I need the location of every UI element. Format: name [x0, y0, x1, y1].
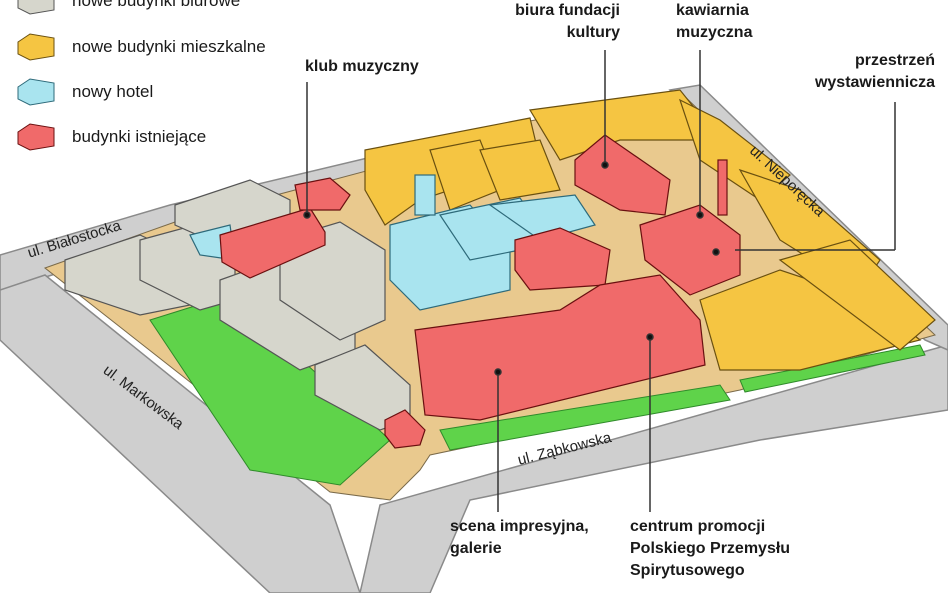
- leader-lines: [303, 50, 896, 512]
- legend-label: budynki istniejące: [72, 127, 207, 146]
- legend-label: nowe budynki mieszkalne: [72, 37, 266, 56]
- hotel-building-icon: [17, 78, 55, 106]
- label-scena-impresyjna: scena impresyjna, galerie: [450, 516, 589, 560]
- label-line: biura fundacji: [515, 2, 620, 19]
- label-line: kultury: [566, 24, 620, 41]
- label-line: Spirytusowego: [630, 562, 745, 579]
- building-centrum: [414, 274, 706, 421]
- label-line: kawiarnia: [676, 2, 749, 19]
- legend-item-existing: budynki istniejące: [14, 122, 206, 152]
- green-areas: [149, 294, 926, 486]
- label-line: centrum promocji: [630, 518, 766, 535]
- label-centrum-promocji: centrum promocji Polskiego Przemysłu Spi…: [630, 516, 790, 582]
- legend-label: nowy hotel: [72, 82, 154, 101]
- residential-buildings: [364, 89, 936, 371]
- legend-item-hotel: nowy hotel: [14, 77, 153, 107]
- residential-building-icon: [17, 33, 55, 61]
- legend-item-office: nowe budynki biurowe: [14, 0, 240, 16]
- label-przestrzen-wystawiennicza: przestrzeń wystawiennicza: [780, 50, 935, 94]
- legend-item-residential: nowe budynki mieszkalne: [14, 32, 266, 62]
- office-building-icon: [17, 0, 55, 15]
- label-biura-fundacji: biura fundacji kultury: [480, 0, 620, 44]
- label-line: wystawiennicza: [814, 74, 935, 91]
- label-line: galerie: [450, 540, 502, 557]
- existing-buildings: [219, 134, 741, 449]
- road-markowska: [0, 274, 361, 593]
- label-kawiarnia-muzyczna: kawiarnia muzyczna: [676, 0, 752, 44]
- label-line: scena impresyjna,: [450, 518, 589, 535]
- road-zabkowska: [359, 344, 948, 593]
- label-klub-muzyczny: klub muzyczny: [305, 58, 419, 75]
- label-line: Polskiego Przemysłu: [630, 540, 791, 557]
- label-line: muzyczna: [676, 24, 753, 41]
- label-line: przestrzeń: [854, 52, 935, 69]
- legend-label: nowe budynki biurowe: [72, 0, 241, 10]
- existing-building-icon: [17, 123, 55, 151]
